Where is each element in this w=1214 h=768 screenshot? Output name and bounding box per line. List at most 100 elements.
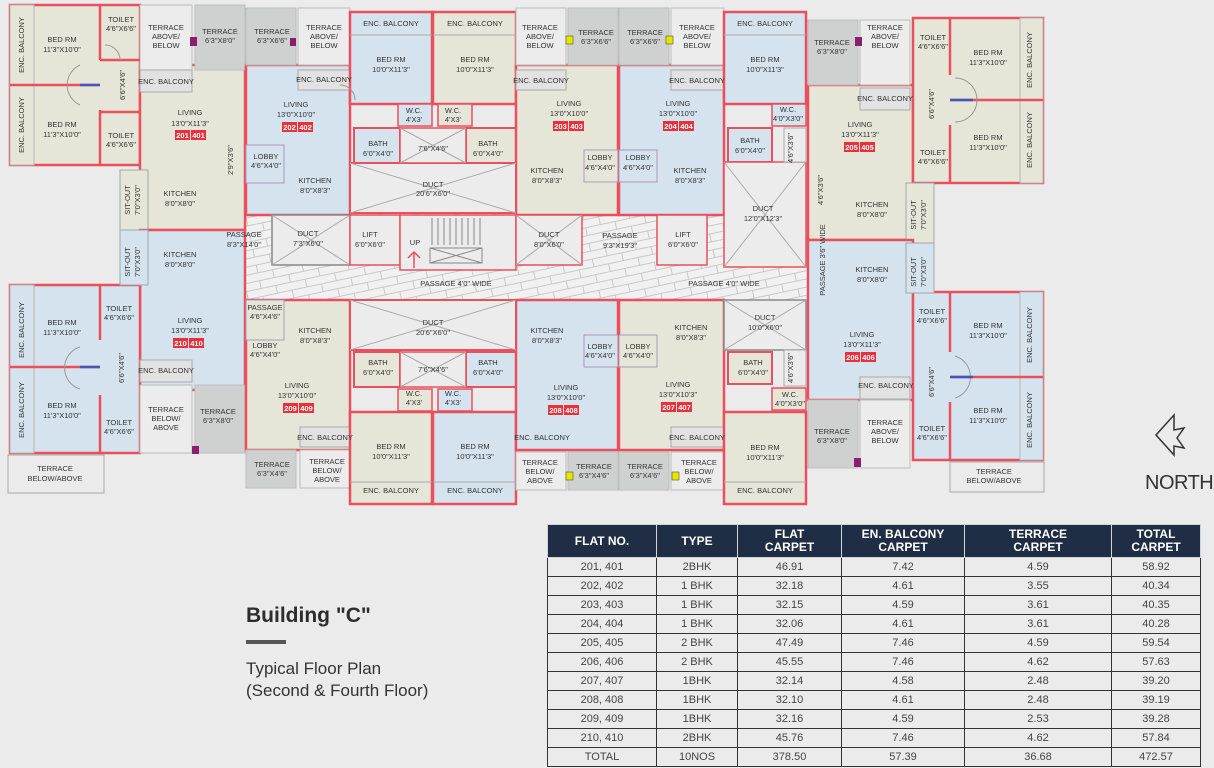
- svg-text:TERRACE: TERRACE: [679, 23, 715, 32]
- svg-text:LIVING: LIVING: [178, 108, 203, 117]
- svg-text:LIVING: LIVING: [666, 380, 691, 389]
- table-cell: 58.92: [1111, 557, 1201, 577]
- table-cell: 3.55: [964, 576, 1112, 596]
- svg-text:2'9"X3'6": 2'9"X3'6": [226, 145, 235, 175]
- svg-text:ENC. BALCONY: ENC. BALCONY: [363, 19, 419, 28]
- svg-text:6'3"X8'0": 6'3"X8'0": [817, 47, 847, 56]
- svg-text:W.C.: W.C.: [782, 390, 798, 399]
- svg-text:ENC. BALCONY: ENC. BALCONY: [1025, 32, 1034, 88]
- table-cell: 2 BHK: [656, 633, 738, 653]
- svg-text:BED RM: BED RM: [750, 55, 779, 64]
- svg-text:W.C.: W.C.: [406, 389, 422, 398]
- svg-text:LIVING: LIVING: [178, 316, 203, 325]
- svg-text:ABOVE/: ABOVE/: [526, 32, 555, 41]
- svg-text:ENC. BALCONY: ENC. BALCONY: [447, 486, 503, 495]
- svg-text:4'X3': 4'X3': [406, 398, 423, 407]
- svg-text:205: 205: [845, 143, 858, 152]
- svg-text:4'X3': 4'X3': [445, 398, 462, 407]
- table-cell: 205, 405: [547, 633, 657, 653]
- svg-text:KITCHEN: KITCHEN: [299, 326, 332, 335]
- table-cell: 57.63: [1111, 652, 1201, 672]
- svg-text:ENC. BALCONY: ENC. BALCONY: [138, 366, 194, 375]
- table-cell: 1BHK: [656, 671, 738, 691]
- svg-text:6'3"X4'6": 6'3"X4'6": [579, 471, 609, 480]
- svg-text:13'0"X10'3": 13'0"X10'3": [659, 390, 698, 399]
- svg-text:6'3"X6'6": 6'3"X6'6": [630, 37, 660, 46]
- table-cell: 32.18: [737, 576, 842, 596]
- svg-text:13'0"X11'3": 13'0"X11'3": [171, 326, 209, 335]
- svg-text:8'0"X8'3": 8'0"X8'3": [532, 336, 562, 345]
- table-cell: 4.61: [841, 576, 965, 596]
- svg-text:6'3"X8'0": 6'3"X8'0": [817, 436, 847, 445]
- svg-text:4'6"X4'0": 4'6"X4'0": [623, 351, 653, 360]
- table-cell: 4.62: [964, 652, 1112, 672]
- svg-text:TERRACE: TERRACE: [814, 38, 850, 47]
- svg-text:TERRACE: TERRACE: [578, 28, 614, 37]
- svg-text:ENC. BALCONY: ENC. BALCONY: [447, 19, 503, 28]
- svg-text:ABOVE/: ABOVE/: [310, 32, 339, 41]
- svg-text:PASSAGE: PASSAGE: [247, 303, 282, 312]
- svg-text:4'X3': 4'X3': [406, 115, 423, 124]
- svg-text:ENC. BALCONY: ENC. BALCONY: [737, 19, 793, 28]
- svg-text:4'6"X6'6": 4'6"X6'6": [104, 427, 134, 436]
- svg-text:BED RM: BED RM: [460, 442, 489, 451]
- svg-text:KITCHEN: KITCHEN: [299, 176, 332, 185]
- svg-text:11'3"X10'0": 11'3"X10'0": [43, 45, 81, 54]
- svg-text:8'0"X8'0": 8'0"X8'0": [857, 210, 887, 219]
- svg-text:BATH: BATH: [743, 358, 762, 367]
- table-cell: 4.59: [841, 595, 965, 615]
- svg-text:208: 208: [549, 406, 562, 415]
- svg-text:204: 204: [664, 122, 677, 131]
- svg-text:ENC. BALCONY: ENC. BALCONY: [858, 381, 914, 390]
- svg-text:6'0"X4'0": 6'0"X4'0": [735, 146, 765, 155]
- svg-text:ENC. BALCONY: ENC. BALCONY: [17, 302, 26, 358]
- svg-text:7'0"X3'0": 7'0"X3'0": [919, 200, 928, 230]
- svg-text:11'3"X10'0": 11'3"X10'0": [969, 416, 1007, 425]
- svg-text:LIVING: LIVING: [554, 383, 579, 392]
- svg-text:ENC. BALCONY: ENC. BALCONY: [17, 97, 26, 153]
- svg-text:6'0"X6'0": 6'0"X6'0": [355, 240, 385, 249]
- svg-text:ENC. BALCONY: ENC. BALCONY: [1025, 112, 1034, 168]
- svg-text:ABOVE: ABOVE: [686, 476, 712, 485]
- north-label: NORTH: [1145, 472, 1214, 494]
- building-title: Building "C": [246, 604, 371, 627]
- svg-text:TOILET: TOILET: [920, 148, 947, 157]
- svg-text:ENC. BALCONY: ENC. BALCONY: [296, 75, 352, 84]
- svg-text:4'6"X3'6": 4'6"X3'6": [786, 133, 795, 163]
- svg-text:11'3"X10'0": 11'3"X10'0": [43, 411, 81, 420]
- table-cell: 1 BHK: [656, 576, 738, 596]
- svg-text:LOBBY: LOBBY: [625, 342, 650, 351]
- svg-text:10'0"X11'3": 10'0"X11'3": [746, 65, 784, 74]
- svg-text:TERRACE: TERRACE: [309, 457, 345, 466]
- svg-text:4'6"X6'6": 4'6"X6'6": [917, 433, 947, 442]
- svg-text:BED RM: BED RM: [973, 406, 1002, 415]
- svg-text:TOILET: TOILET: [920, 33, 947, 42]
- flat-210-410: [7, 228, 247, 494]
- table-cell: 1BHK: [656, 709, 738, 729]
- svg-text:KITCHEN: KITCHEN: [856, 265, 889, 274]
- svg-text:4'6"X3'6": 4'6"X3'6": [786, 353, 795, 383]
- svg-text:BELOW: BELOW: [526, 41, 554, 50]
- svg-text:11'3"X10'0": 11'3"X10'0": [969, 58, 1007, 67]
- flat-207-407: [617, 298, 808, 506]
- svg-text:6'3"X4'6": 6'3"X4'6": [630, 471, 660, 480]
- svg-text:13'0"X10'0": 13'0"X10'0": [277, 110, 316, 119]
- table-cell: 2.48: [964, 690, 1112, 710]
- svg-text:TERRACE: TERRACE: [681, 458, 717, 467]
- svg-text:7'0"X3'0": 7'0"X3'0": [919, 257, 928, 287]
- svg-text:10'0"X11'3": 10'0"X11'3": [746, 453, 784, 462]
- table-cell: 1 BHK: [656, 595, 738, 615]
- svg-text:6'3"X6'6": 6'3"X6'6": [581, 37, 611, 46]
- svg-text:BELOW: BELOW: [683, 41, 711, 50]
- svg-text:6'0"X4'0": 6'0"X4'0": [363, 368, 393, 377]
- svg-text:BELOW/: BELOW/: [151, 414, 181, 423]
- svg-text:8'0"X8'3": 8'0"X8'3": [675, 176, 705, 185]
- svg-text:KITCHEN: KITCHEN: [674, 166, 707, 175]
- svg-text:8'0"X8'3": 8'0"X8'3": [532, 176, 562, 185]
- svg-text:11'3"X10'0": 11'3"X10'0": [969, 143, 1007, 152]
